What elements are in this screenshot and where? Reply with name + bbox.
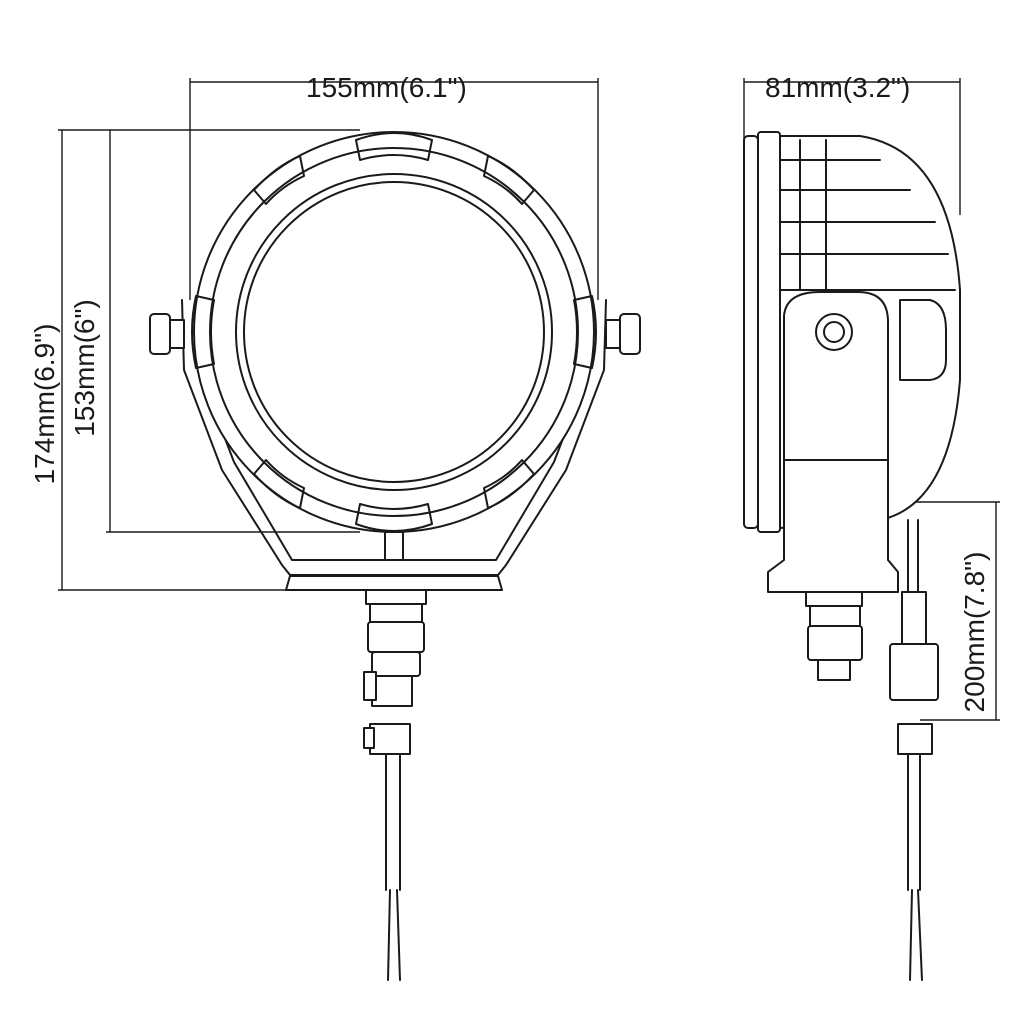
dimension-lines — [58, 78, 1000, 721]
side-view — [743, 131, 961, 981]
front-width-label: 155mm(6.1") — [306, 72, 467, 103]
front-view — [149, 131, 641, 981]
side-depth-label: 81mm(3.2") — [765, 72, 911, 103]
